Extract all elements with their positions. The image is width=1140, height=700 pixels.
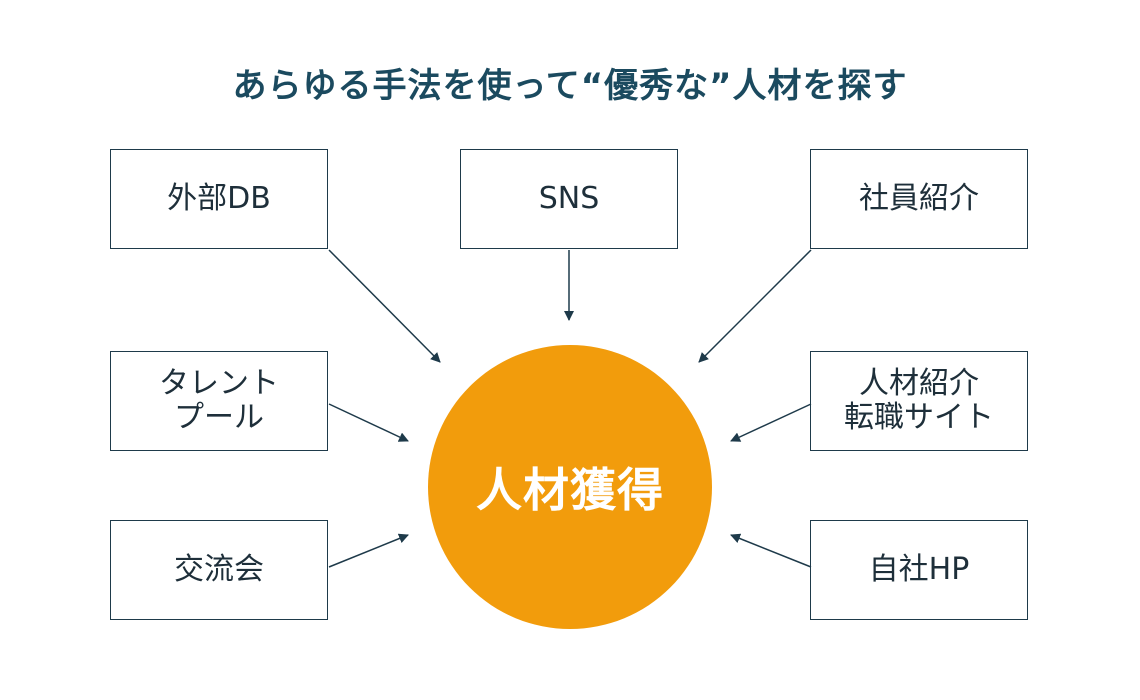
arrow-talent-pool [328,403,409,442]
arrow-company-hp [730,533,812,568]
source-recruitment-agency: 人材紹介 転職サイト [810,351,1028,451]
source-label-line2: 転職サイト [844,400,994,435]
source-external-db: 外部DB [110,149,328,249]
source-talent-pool: タレント プール [110,351,328,451]
arrow-external-db [328,249,441,363]
source-label-line1: 人材紹介 [859,366,979,401]
source-label-line1: タレント [159,366,279,401]
arrow-employee-referral [698,249,812,363]
source-label: SNS [538,181,600,216]
source-label: 社員紹介 [859,181,979,216]
arrow-recruitment-agency [730,403,812,442]
source-employee-referral: 社員紹介 [810,149,1028,249]
source-label-line2: プール [174,400,264,435]
hub-label: 人材獲得 [476,463,664,517]
source-label: 交流会 [174,552,264,587]
arrow-networking-event [328,533,409,568]
source-sns: SNS [460,149,678,249]
talent-acquisition-hub: 人材獲得 [428,345,712,629]
page-title: あらゆる手法を使って“優秀な”人材を探す [232,66,908,106]
source-label: 外部DB [167,181,271,216]
source-company-hp: 自社HP [810,520,1028,620]
source-networking-event: 交流会 [110,520,328,620]
source-label: 自社HP [868,552,970,587]
